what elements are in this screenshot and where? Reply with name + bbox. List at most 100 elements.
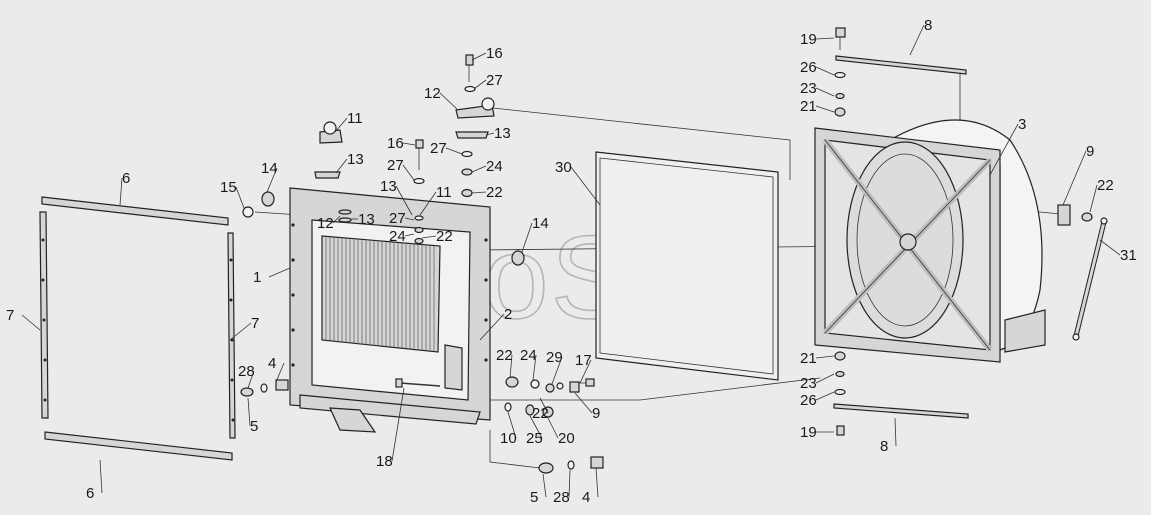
part-1-radiator-frame <box>289 187 491 433</box>
callout-leader <box>471 52 487 61</box>
callout-label: 26 <box>800 59 817 76</box>
callout-leader <box>391 387 405 462</box>
callout-label: 9 <box>1086 143 1094 160</box>
callout-label: 27 <box>387 157 404 174</box>
callout-label: 15 <box>220 179 237 196</box>
callout-leader <box>445 147 463 155</box>
callout-leader <box>815 37 835 40</box>
callout-leader <box>1099 239 1121 256</box>
callout-leader <box>247 370 255 389</box>
part-18-bolt <box>395 378 441 388</box>
callout-label: 19 <box>800 424 817 441</box>
callout-label: 9 <box>592 405 600 422</box>
callout-leader <box>539 397 549 414</box>
callout-label: 6 <box>122 170 130 187</box>
callout-leader <box>815 391 835 401</box>
callout-leader <box>229 322 252 341</box>
callout-leader <box>551 356 563 385</box>
callout-leader <box>570 166 601 206</box>
callout-label: 24 <box>520 347 537 364</box>
callout-leader <box>815 66 835 76</box>
callout-label: 21 <box>800 98 817 115</box>
callout-label: 25 <box>526 430 543 447</box>
callout-label: 7 <box>251 315 259 332</box>
callout-leader <box>989 123 1019 176</box>
part-3-fan-shroud <box>814 119 1046 363</box>
callout-leader <box>479 313 505 341</box>
callout-leader <box>529 415 543 439</box>
callout-label: 8 <box>880 438 888 455</box>
callout-leader <box>395 185 413 216</box>
callout-label: 24 <box>486 158 503 175</box>
callout-label: 6 <box>86 485 94 502</box>
callout-leader <box>471 191 487 194</box>
callout-label: 7 <box>6 307 14 324</box>
callout-label: 22 <box>532 405 549 422</box>
callout-label: 4 <box>268 355 276 372</box>
callout-leader <box>595 467 599 498</box>
right-column-fasteners <box>834 27 846 436</box>
callout-leader <box>421 235 437 239</box>
callout-label: 13 <box>358 211 375 228</box>
callout-leader <box>439 92 459 111</box>
callout-leader <box>815 373 835 384</box>
middle-fasteners <box>504 376 595 418</box>
callout-leader <box>335 158 348 174</box>
callout-label: 28 <box>238 363 255 380</box>
callout-label: 13 <box>347 151 364 168</box>
part-6-top-strip <box>41 196 229 226</box>
callout-leader <box>1062 150 1087 206</box>
callout-leader <box>471 165 487 173</box>
callout-leader <box>1089 184 1098 213</box>
lower-centre-fasteners <box>538 456 604 474</box>
callout-label: 28 <box>553 489 570 506</box>
bushings <box>242 191 525 266</box>
callout-label: 22 <box>436 228 453 245</box>
callout-label: 30 <box>555 159 572 176</box>
part-7-right-strip <box>227 232 236 439</box>
callout-label: 3 <box>1018 116 1026 133</box>
callout-leader <box>547 417 559 439</box>
callout-label: 2 <box>504 306 512 323</box>
callout-leader <box>404 217 415 221</box>
callout-leader <box>402 164 415 181</box>
callout-label: 23 <box>800 375 817 392</box>
callout-label: 21 <box>800 350 817 367</box>
callout-leader <box>894 417 897 447</box>
callout-leader <box>532 354 537 381</box>
callout-label: 19 <box>800 31 817 48</box>
callout-leader <box>815 87 835 97</box>
callout-label: 13 <box>494 125 511 142</box>
callout-leader <box>235 186 245 209</box>
callout-leader <box>574 392 593 414</box>
part-30-seal <box>595 151 779 381</box>
callout-leader <box>404 233 415 237</box>
callout-leader <box>815 105 835 113</box>
callout-leaders <box>21 24 1121 498</box>
callout-label: 11 <box>436 184 452 201</box>
callout-label: 17 <box>575 352 592 369</box>
callout-label: 1 <box>253 269 261 286</box>
callout-label: 27 <box>486 72 503 89</box>
callout-label: 26 <box>800 392 817 409</box>
callout-leader <box>542 473 547 498</box>
callout-label: 16 <box>387 135 404 152</box>
callout-leader <box>334 117 348 133</box>
callout-label: 16 <box>486 45 503 62</box>
callout-label: 31 <box>1120 247 1137 264</box>
callout-label: 4 <box>582 489 590 506</box>
callout-label: 8 <box>924 17 932 34</box>
callout-leader <box>419 191 437 216</box>
callout-leader <box>521 222 533 253</box>
callout-label: 20 <box>558 430 575 447</box>
callout-label: 22 <box>486 184 503 201</box>
callout-leader <box>119 177 123 206</box>
callout-label: 18 <box>376 453 393 470</box>
part-8-bottom-strip <box>833 403 969 419</box>
lower-left-fasteners <box>240 379 289 397</box>
callout-label: 27 <box>389 210 406 227</box>
callout-leader <box>473 79 487 90</box>
callout-label: 24 <box>389 228 406 245</box>
